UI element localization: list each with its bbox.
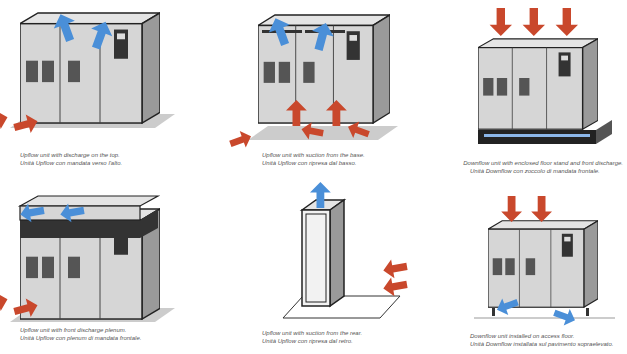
caption-text: Upflow unit with suction from the base. <box>262 152 365 159</box>
caption-text: Unità Downflow installata sul pavimento … <box>470 341 613 348</box>
caption-text: Unità Upflow con mandata verso l'alto. <box>20 160 122 167</box>
caption-text: Unità Upflow con plenum di mandata front… <box>20 335 141 342</box>
caption-text: Unità Upflow con ripresa dal basso. <box>262 160 356 167</box>
caption-text: Upflow unit with discharge on the top. <box>20 152 120 159</box>
caption-text: Unità Upflow con ripresa dal retro. <box>262 338 353 345</box>
caption-text: Downflow unit with enclosed floor stand … <box>463 160 623 167</box>
caption-text: Downflow unit installed on access floor. <box>470 333 575 340</box>
caption-text: Upflow unit with front discharge plenum. <box>20 327 126 334</box>
caption-text: Unità Downflow con zoccolo di mandata fr… <box>470 168 600 175</box>
caption-text: Upflow unit with suction from the rear. <box>262 330 362 337</box>
